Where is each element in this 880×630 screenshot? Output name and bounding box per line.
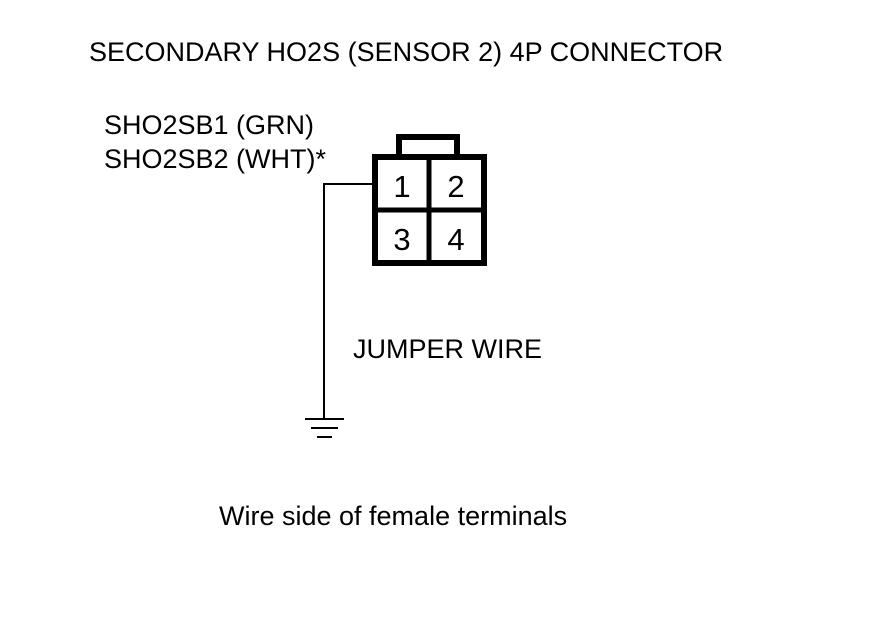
- pin-1-label: 1: [393, 169, 410, 204]
- connector-latch: [396, 134, 460, 158]
- jumper-wire: [323, 183, 375, 418]
- pin-2-label: 2: [447, 169, 464, 204]
- wire-label-sho2sb1: SHO2SB1 (GRN): [104, 110, 315, 140]
- diagram-caption: Wire side of female terminals: [219, 501, 568, 531]
- jumper-wire-label: JUMPER WIRE: [353, 334, 542, 364]
- diagram-title: SECONDARY HO2S (SENSOR 2) 4P CONNECTOR: [89, 37, 724, 67]
- pin-4-label: 4: [447, 222, 464, 257]
- pin-3-label: 3: [393, 222, 410, 257]
- ground-icon: [305, 418, 344, 438]
- wire-label-sho2sb2: SHO2SB2 (WHT)*: [104, 144, 327, 174]
